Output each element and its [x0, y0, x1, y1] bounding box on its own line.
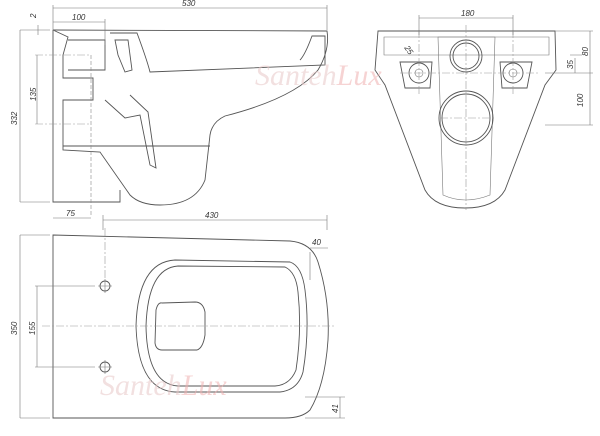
- dim-overall-length: 530: [182, 0, 196, 8]
- top-view: 430 40 350 155 41: [10, 211, 345, 419]
- front-outline: [374, 30, 557, 209]
- dim-inlet-depth: 100: [72, 13, 86, 22]
- dim-diameter: 25: [402, 43, 415, 57]
- dim-bolt-spacing: 180: [461, 9, 475, 18]
- top-outline: [52, 234, 329, 419]
- dim-inlet-height: 135: [29, 87, 38, 101]
- side-outline: [52, 29, 329, 206]
- dim-height-top: 80: [581, 47, 590, 56]
- dim-outlet-height: 100: [576, 93, 585, 107]
- watermark-bottom: SantehLux: [100, 369, 227, 402]
- dim-width: 350: [10, 321, 19, 335]
- side-view: 530 100 2 135 332 75: [10, 0, 329, 230]
- dim-bolt-vertical-spacing: 155: [28, 321, 37, 335]
- watermark-top: SantehLux: [255, 59, 382, 92]
- dim-bowl-length: 430: [205, 211, 219, 220]
- dim-rim-front: 40: [312, 238, 321, 247]
- dim-rim-side: 41: [331, 404, 340, 413]
- dim-bolt-height: 35: [566, 60, 575, 69]
- watermark: SantehLux SantehLux: [100, 59, 382, 402]
- front-view: 180 25 80 35 100: [374, 9, 593, 210]
- bowl-outlet: [154, 301, 206, 351]
- dim-outlet-offset: 75: [66, 209, 75, 218]
- bowl-outer: [135, 259, 308, 393]
- dim-wall-offset: 2: [29, 13, 38, 19]
- dim-total-height: 332: [10, 111, 19, 125]
